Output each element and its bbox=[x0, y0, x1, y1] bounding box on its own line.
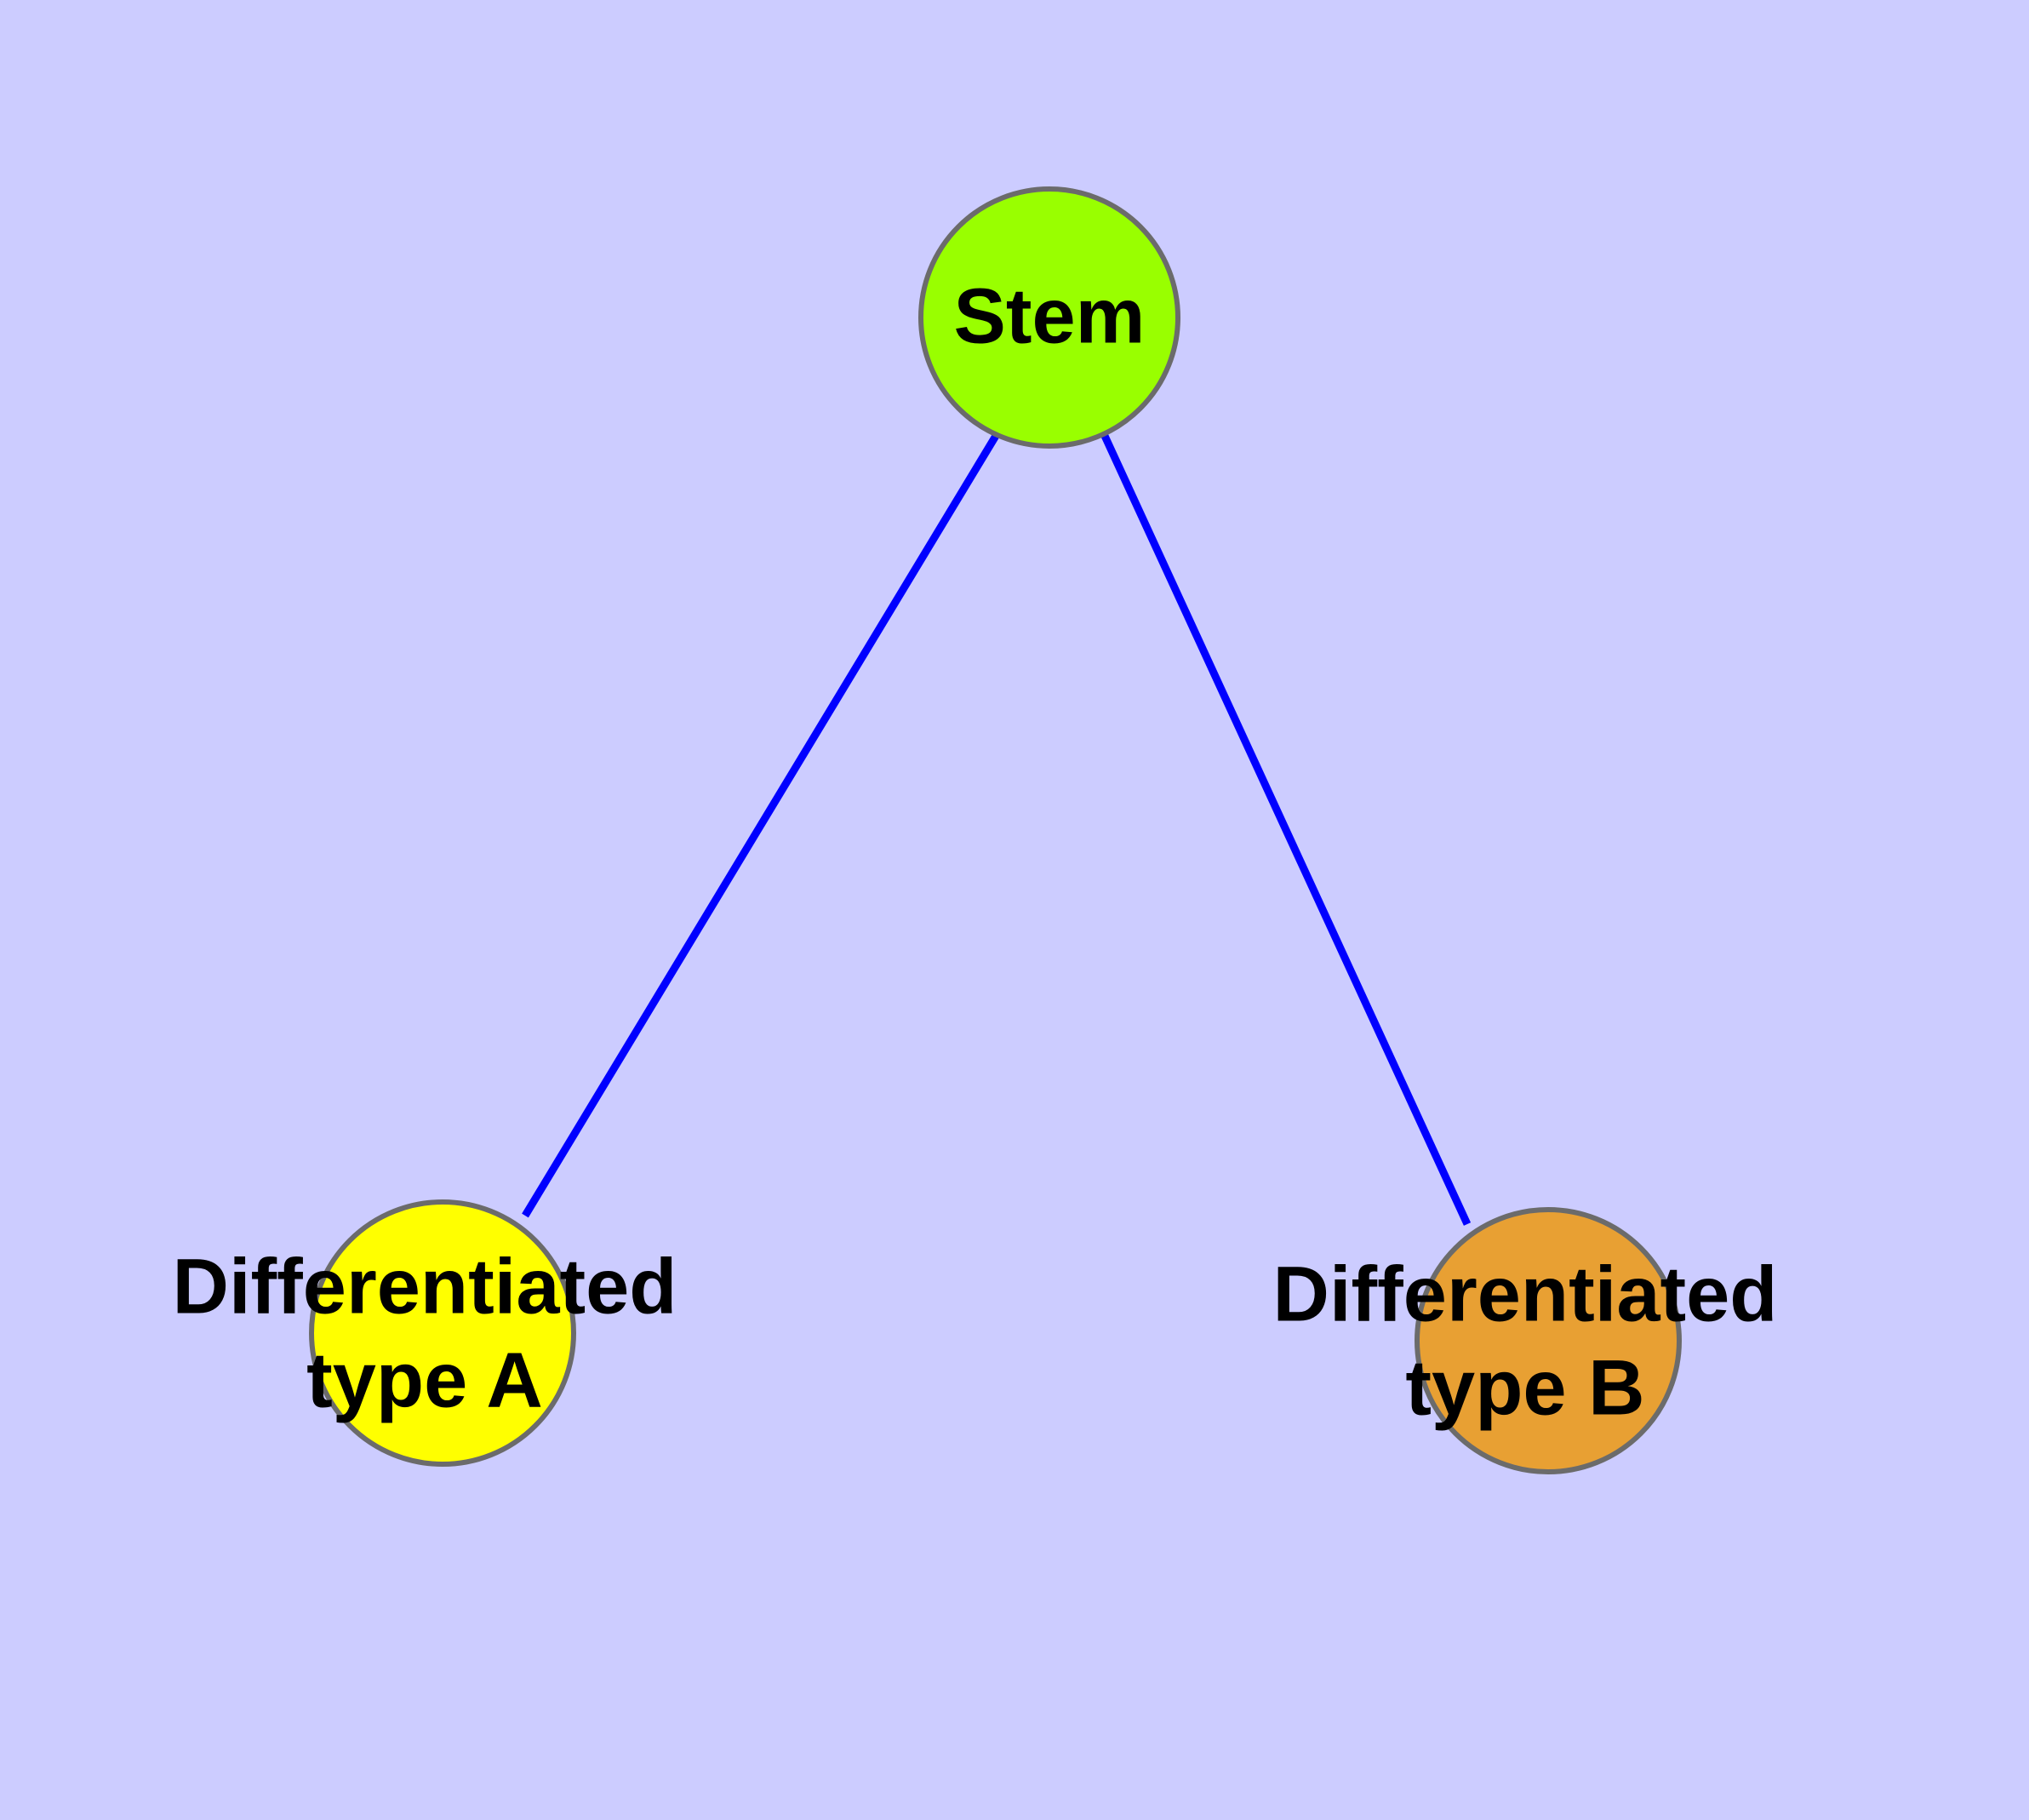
node-differentiated-type-a[interactable]: Differentiated type A bbox=[173, 1199, 677, 1467]
node-stem-label: Stem bbox=[954, 272, 1146, 359]
node-stem[interactable]: Stem bbox=[918, 186, 1180, 449]
node-differentiated-type-a-label-line1: Differentiated bbox=[173, 1243, 677, 1330]
node-differentiated-type-a-label-line2: type A bbox=[306, 1336, 543, 1423]
node-stem-circle[interactable] bbox=[918, 186, 1180, 449]
node-differentiated-type-b-circle[interactable] bbox=[1415, 1207, 1682, 1474]
edge-stem-to-differentiated-type-b[interactable] bbox=[1100, 434, 1472, 1226]
node-differentiated-type-a-circle[interactable] bbox=[309, 1199, 576, 1467]
edge-stem-to-differentiated-type-a[interactable] bbox=[522, 433, 999, 1218]
node-differentiated-type-b-label-line1: Differentiated bbox=[1273, 1251, 1778, 1337]
edge-group bbox=[522, 433, 1472, 1226]
node-differentiated-type-b-label-line2: type B bbox=[1405, 1344, 1644, 1431]
node-differentiated-type-b[interactable]: Differentiated type B bbox=[1273, 1207, 1778, 1474]
